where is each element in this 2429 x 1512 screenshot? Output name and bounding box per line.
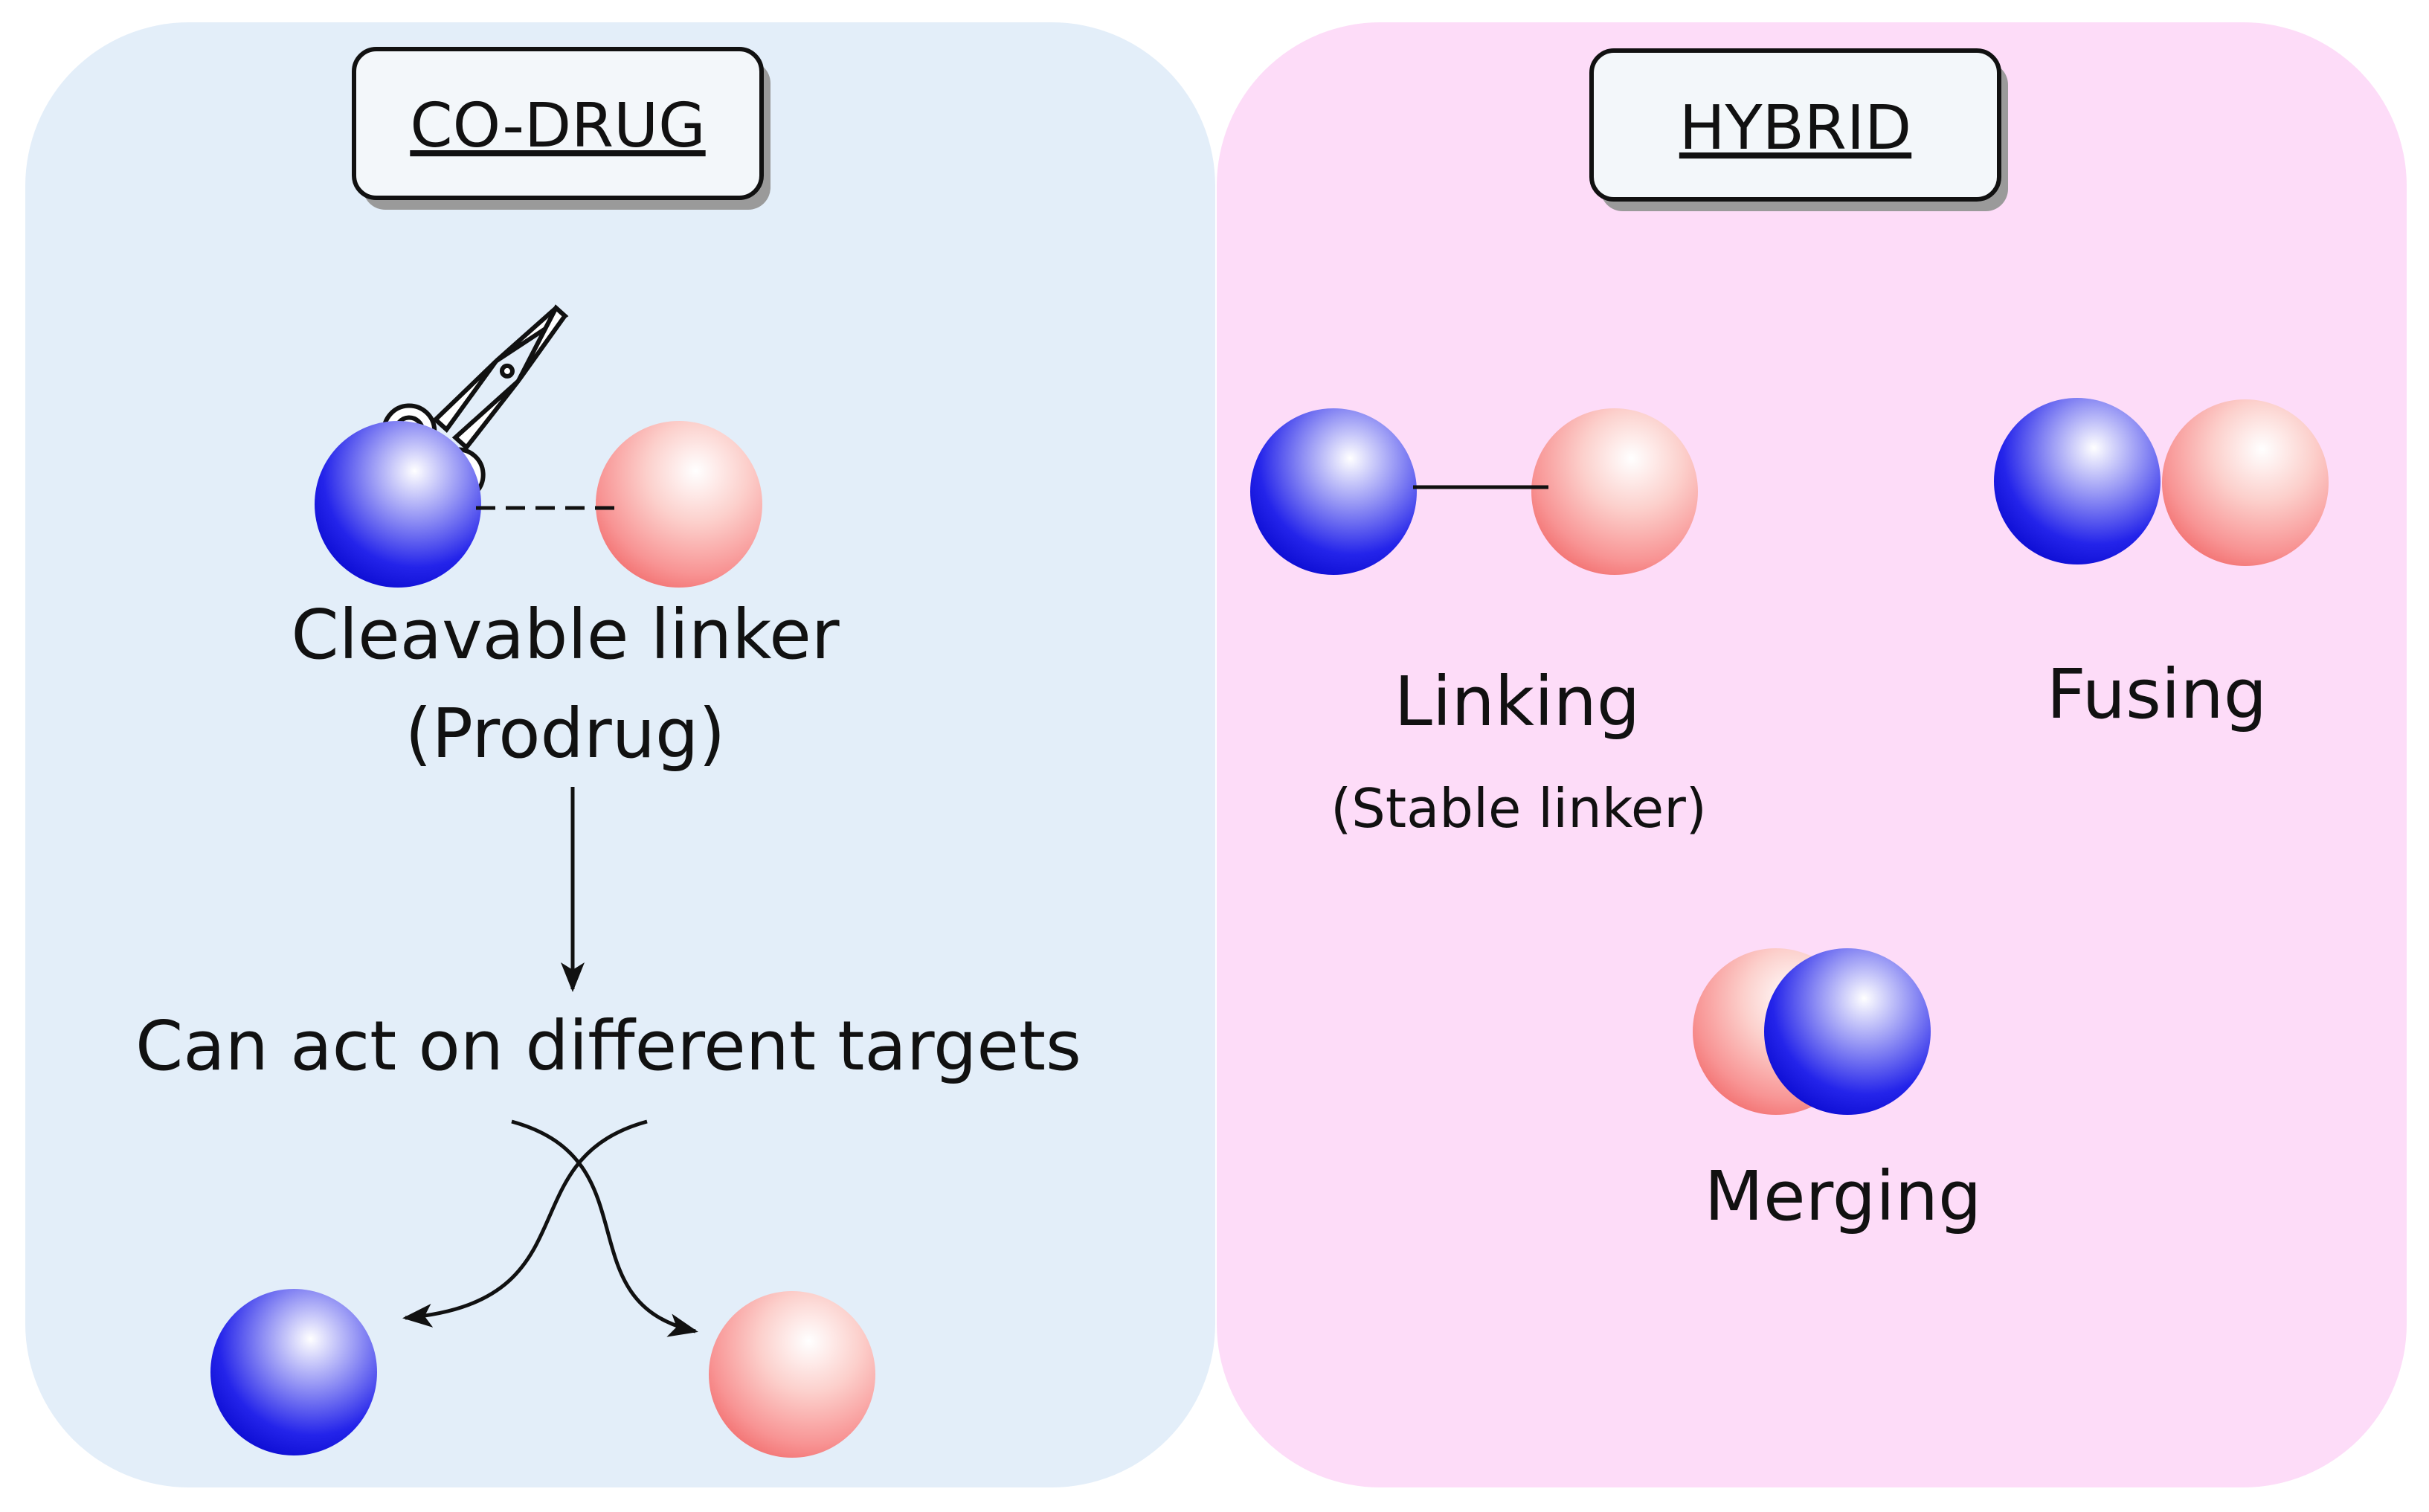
hybrid-title: HYBRID — [1679, 93, 1911, 164]
released-blue-sphere — [210, 1289, 377, 1455]
codrug-red-sphere — [596, 421, 762, 588]
cleavable-linker-label: Cleavable linker — [291, 595, 839, 675]
linking-red-sphere — [1531, 408, 1698, 575]
codrug-panel-background — [25, 22, 1215, 1487]
merging-label: Merging — [1705, 1156, 1982, 1236]
split-arrow-right — [511, 1119, 698, 1337]
fusing-red-sphere — [2162, 399, 2329, 566]
codrug-title: CO-DRUG — [410, 91, 705, 161]
merging-blue-sphere — [1764, 948, 1931, 1115]
hybrid-panel-background — [1217, 22, 2407, 1487]
released-red-sphere — [709, 1291, 875, 1458]
codrug-blue-sphere — [315, 421, 481, 588]
hybrid-title-box — [1589, 48, 2001, 202]
stable-linker-label: (Stable linker) — [1331, 777, 1707, 840]
codrug-panel: CO-DRUG Cleavable linker (Prodrug) Can a… — [25, 22, 1215, 1487]
targets-label: Can act on different targets — [135, 1006, 1081, 1086]
fusing-label: Fusing — [2047, 654, 2267, 734]
linking-blue-sphere — [1250, 408, 1417, 575]
prodrug-label: (Prodrug) — [405, 694, 726, 773]
fusing-blue-sphere — [1994, 398, 2161, 564]
hybrid-panel: HYBRID Linking (Stable linker) Fusing Me… — [1217, 22, 2407, 1487]
codrug-title-box — [352, 47, 764, 200]
split-arrow-left — [402, 1119, 648, 1328]
linking-label: Linking — [1394, 662, 1641, 741]
